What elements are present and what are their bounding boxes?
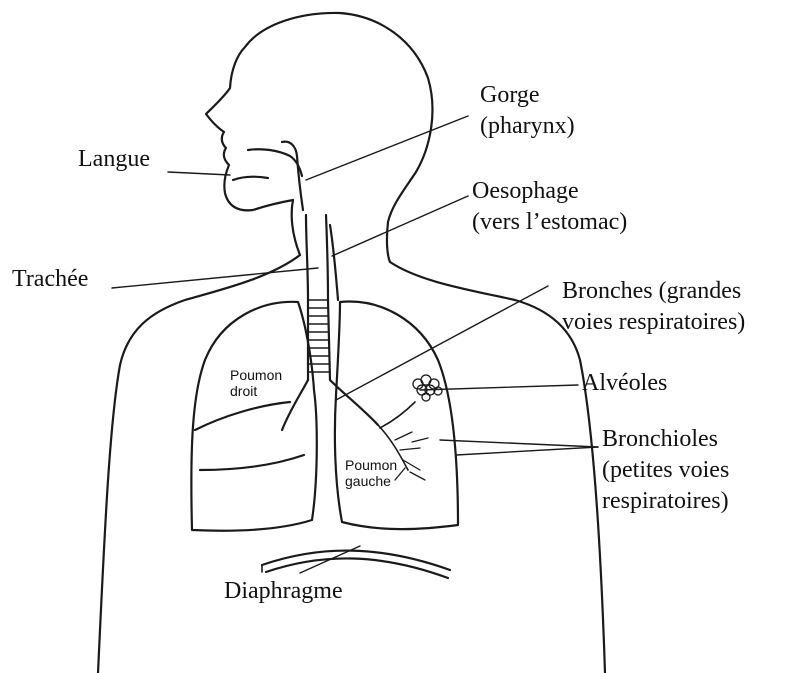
label-poumon-droit-line2: droit: [230, 383, 282, 399]
label-trachee: Trachée: [12, 264, 88, 295]
head-outline: [206, 13, 432, 262]
label-bronchioles-line2: (petites voies: [602, 455, 729, 486]
tongue: [233, 177, 268, 180]
label-bronches-line2: voies respiratoires): [562, 307, 745, 338]
left-lung: [335, 302, 458, 530]
label-poumon-gauche-line1: Poumon: [345, 457, 397, 473]
label-bronches-line1: Bronches (grandes: [562, 276, 745, 307]
right-lung-fissure-1: [195, 402, 290, 430]
trachea-left: [306, 215, 308, 380]
label-alveoles-text: Alvéoles: [582, 368, 667, 399]
label-gorge: Gorge (pharynx): [480, 80, 575, 142]
oesophagus: [330, 225, 338, 300]
nasal-cavity: [248, 149, 302, 176]
label-oesophage: Oesophage (vers l’estomac): [472, 176, 627, 238]
label-oesophage-line1: Oesophage: [472, 176, 627, 207]
label-langue-text: Langue: [78, 144, 150, 175]
label-diaphragme-text: Diaphragme: [224, 576, 343, 607]
label-langue: Langue: [78, 144, 150, 175]
diaphragm: [262, 551, 450, 570]
label-gorge-line1: Gorge: [480, 80, 575, 111]
label-bronchioles-line1: Bronchioles: [602, 424, 729, 455]
bronchus-right: [330, 380, 378, 425]
label-bronchioles: Bronchioles (petites voies respiratoires…: [602, 424, 729, 517]
bronchus-left: [282, 380, 308, 430]
label-alveoles: Alvéoles: [582, 368, 667, 399]
label-trachee-text: Trachée: [12, 264, 88, 295]
label-bronches: Bronches (grandes voies respiratoires): [562, 276, 745, 338]
label-bronchioles-line3: respiratoires): [602, 486, 729, 517]
alveoli-cluster: [413, 375, 442, 401]
right-lung-fissure-2: [200, 455, 304, 470]
label-oesophage-line2: (vers l’estomac): [472, 207, 627, 238]
label-diaphragme: Diaphragme: [224, 576, 343, 607]
label-poumon-droit: Poumon droit: [230, 367, 282, 399]
label-poumon-droit-line1: Poumon: [230, 367, 282, 383]
right-lung: [191, 302, 316, 531]
label-poumon-gauche: Poumon gauche: [345, 457, 397, 489]
label-poumon-gauche-line2: gauche: [345, 473, 397, 489]
label-gorge-line2: (pharynx): [480, 111, 575, 142]
